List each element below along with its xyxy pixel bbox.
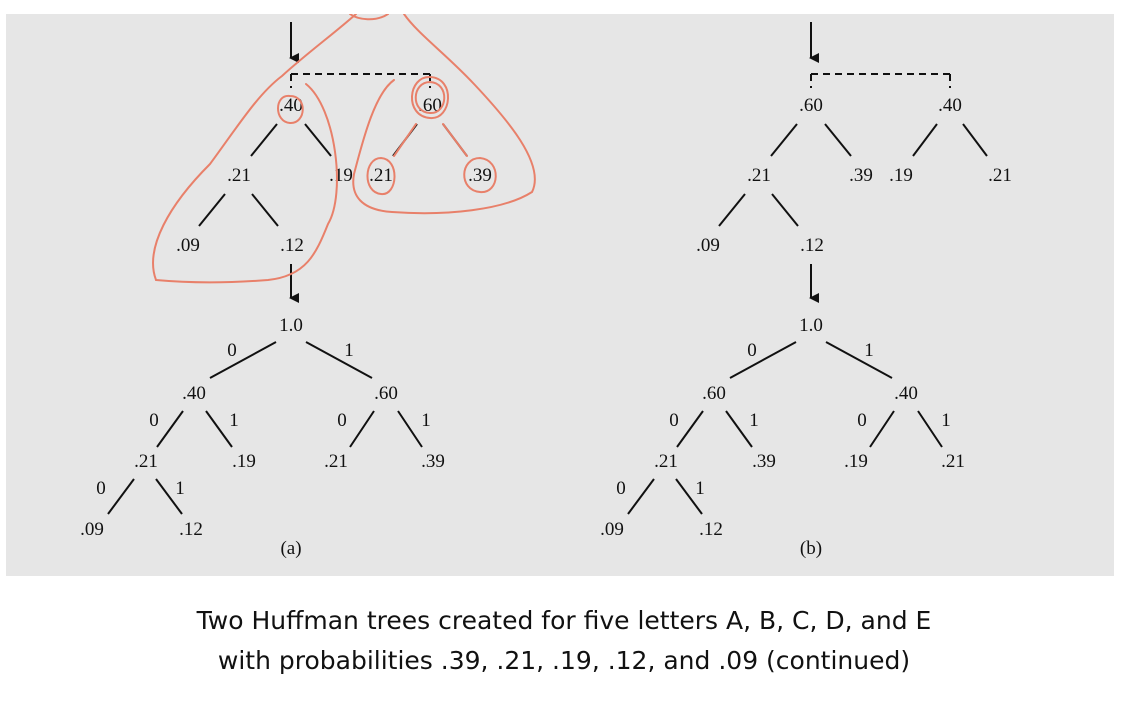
- annotation-edge-overlay-left: [393, 123, 417, 157]
- tree-b-merged-bit-ll: 0: [669, 410, 679, 431]
- tree-a-merged-bit-lr: 1: [229, 410, 239, 431]
- tree-b-merged-bit-llr: 1: [695, 478, 705, 499]
- annotation-edge-overlay-right: [442, 123, 468, 157]
- tree-a-forest1-left-right: .12: [280, 235, 304, 256]
- tree-b-forest2-left: .19: [889, 165, 913, 186]
- tree-b-forest1-left: .21: [747, 165, 771, 186]
- tree-b-merged-ll: .21: [654, 451, 678, 472]
- tree-b-forest1-edge-right: [824, 123, 852, 157]
- tree-a-merged-bit-right: 1: [344, 340, 354, 361]
- tree-a-merged-edge-rr: [397, 410, 423, 448]
- tree-b-forest2-root: .40: [938, 95, 962, 116]
- tree-a-merged-bit-lll: 0: [96, 478, 106, 499]
- tree-b-forest1-edge-left: [770, 123, 798, 157]
- tree-a-merged-rr: .39: [421, 451, 445, 472]
- tree-b-merged-edge-rl: [869, 410, 895, 448]
- tree-a-merged-ll: .21: [134, 451, 158, 472]
- tree-b-merged-llr: .12: [699, 519, 723, 540]
- tree-b-forest1-root: .60: [799, 95, 823, 116]
- tree-a-forest1-edge-lr: [251, 193, 279, 227]
- annotation-loop-left: [152, 14, 357, 284]
- tree-b-merged-edge-llr: [675, 478, 703, 515]
- tree-a-forest1-edge-ll: [198, 193, 226, 227]
- tree-b-merged-edge-ll: [676, 410, 704, 448]
- tree-b-forest1-right: .39: [849, 165, 873, 186]
- tree-b-forest2-edge-left: [912, 123, 938, 157]
- tree-b-merged-lr: .39: [752, 451, 776, 472]
- annotation-circle-40: [277, 94, 304, 125]
- tree-a-merged-bit-rl: 0: [337, 410, 347, 431]
- tree-b-merged-edge-lr: [725, 410, 753, 448]
- tree-b-merged-root: 1.0: [799, 315, 823, 336]
- tree-a-merged-bit-rr: 1: [421, 410, 431, 431]
- panel-label-a: (a): [280, 538, 301, 559]
- tree-a-forest1-edge-left: [250, 123, 278, 157]
- tree-a-forest1-right: .19: [329, 165, 353, 186]
- tree-a-merged-edge-lll: [107, 478, 135, 515]
- tree-b-merged-bit-right: 1: [864, 340, 874, 361]
- tree-a-merged-right: .60: [374, 383, 398, 404]
- tree-b-merged-rr: .21: [941, 451, 965, 472]
- tree-b-forest1-edge-lr: [771, 193, 799, 227]
- annotation-circle-60-b: [414, 80, 446, 115]
- tree-b-merged-edge-left: [729, 341, 797, 379]
- tree-a-forest1-edge-right: [304, 123, 332, 157]
- tree-b-merged-rl: .19: [844, 451, 868, 472]
- annotation-circle-60-a: [411, 75, 449, 120]
- annotation-tick-top: [349, 14, 389, 21]
- tree-a-forest1-root: .40: [279, 95, 303, 116]
- figure-caption-line-1: Two Huffman trees created for five lette…: [196, 606, 932, 635]
- tree-a-merged-bit-llr: 1: [175, 478, 185, 499]
- tree-a-forest2-left: .21: [369, 165, 393, 186]
- tree-b-forest1-left-right: .12: [800, 235, 824, 256]
- tree-b-merged-bit-lll: 0: [616, 478, 626, 499]
- tree-a-merged-rl: .21: [324, 451, 348, 472]
- tree-a-merged-edge-llr: [155, 478, 183, 515]
- tree-a-merged-edge-right: [305, 341, 373, 379]
- panel-label-b: (b): [800, 538, 822, 559]
- figure-panel: .40 .21 .19 .09 .12 .60 .21 .39 1.0 0 1 .40 .60 0 1 .21…: [6, 14, 1114, 576]
- tree-a-merged-bit-left: 0: [227, 340, 237, 361]
- annotation-circle-21: [366, 156, 396, 195]
- tree-a-merged-edge-lr: [205, 410, 233, 448]
- tree-a-merged-bit-ll: 0: [149, 410, 159, 431]
- tree-b-merged-edge-lll: [627, 478, 655, 515]
- huffman-trees-figure: .40 .21 .19 .09 .12 .60 .21 .39 1.0 0 1 .40 .60 0 1 .21…: [80, 14, 1012, 559]
- tree-b-merged-lll: .09: [600, 519, 624, 540]
- tree-b-merged-bit-left: 0: [747, 340, 757, 361]
- tree-a-merged-edge-rl: [349, 410, 375, 448]
- tree-a-forest2-right: .39: [468, 165, 492, 186]
- tree-a-merged-edge-left: [209, 341, 277, 379]
- tree-b-merged-bit-lr: 1: [749, 410, 759, 431]
- tree-b-forest2-right: .21: [988, 165, 1012, 186]
- tree-b-merged-edge-right: [825, 341, 893, 379]
- annotation-loop-right: [352, 14, 536, 215]
- annotation-circle-39: [463, 156, 497, 194]
- tree-b-forest1-edge-ll: [718, 193, 746, 227]
- tree-a-merged-edge-ll: [156, 410, 184, 448]
- tree-a-merged-lll: .09: [80, 519, 104, 540]
- tree-a-merged-root: 1.0: [279, 315, 303, 336]
- tree-b-merged-right: .40: [894, 383, 918, 404]
- tree-b-merged-bit-rl: 0: [857, 410, 867, 431]
- tree-b-forest2-edge-right: [962, 123, 988, 157]
- tree-b-merged-bit-rr: 1: [941, 410, 951, 431]
- tree-a-merged-left: .40: [182, 383, 206, 404]
- tree-a-merged-lr: .19: [232, 451, 256, 472]
- tree-b-forest1-left-left: .09: [696, 235, 720, 256]
- figure-caption-line-2: with probabilities .39, .21, .19, .12, a…: [217, 646, 911, 675]
- tree-a-merged-llr: .12: [179, 519, 203, 540]
- tree-a-forest1-left-left: .09: [176, 235, 200, 256]
- tree-b-merged-left: .60: [702, 383, 726, 404]
- tree-a-forest1-left: .21: [227, 165, 251, 186]
- tree-b-merged-edge-rr: [917, 410, 943, 448]
